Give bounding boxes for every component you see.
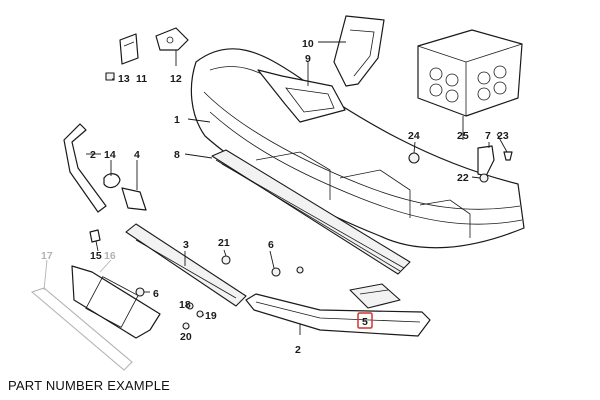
plate-frame-17-faded[interactable]	[30, 287, 133, 371]
callout-7[interactable]: 7	[485, 130, 491, 142]
callout-10[interactable]: 10	[302, 38, 314, 50]
callout-6-upper[interactable]: 6	[268, 239, 274, 251]
callout-4[interactable]: 4	[134, 149, 140, 161]
caption-part-number-example: PART NUMBER EXAMPLE	[8, 378, 171, 393]
callout-labels: 1 2 2 3 4 5 6 6 7 8 9 10 11 12 13 14 15 …	[41, 38, 509, 356]
screw-23-part[interactable]	[503, 151, 513, 161]
callout-8[interactable]: 8	[174, 149, 180, 161]
clip-14-part[interactable]	[103, 173, 121, 189]
parts-kit-box-25[interactable]	[417, 29, 523, 117]
bracket-10-part[interactable]	[333, 15, 385, 87]
bracket-7-part[interactable]	[477, 145, 495, 177]
callout-19[interactable]: 19	[205, 310, 217, 322]
washer-19-part[interactable]	[196, 310, 204, 318]
callout-22[interactable]: 22	[457, 172, 469, 184]
callout-5[interactable]: 5	[362, 316, 368, 328]
leader-ticks	[112, 78, 204, 316]
screw-13-part[interactable]	[105, 72, 115, 81]
side-moulding-2-left[interactable]	[63, 123, 107, 213]
callout-11[interactable]: 11	[136, 73, 147, 85]
callout-9[interactable]: 9	[305, 53, 311, 65]
callout-2-upper[interactable]: 2	[90, 149, 96, 161]
bracket-4-part[interactable]	[121, 187, 147, 211]
nut-6b-part[interactable]	[296, 266, 304, 274]
nut-6-lower-part[interactable]	[135, 287, 145, 297]
screw-20-part[interactable]	[182, 322, 190, 330]
plate-holder-16[interactable]	[71, 265, 161, 339]
license-plate-base-3[interactable]	[125, 223, 247, 307]
screw-18-part[interactable]	[186, 302, 194, 310]
callout-16[interactable]: 16	[104, 250, 116, 262]
trim-piece-5[interactable]	[349, 283, 401, 309]
callout-21[interactable]: 21	[218, 237, 230, 249]
callout-3[interactable]: 3	[183, 239, 189, 251]
highlight-box	[357, 312, 373, 329]
clip-12-part[interactable]	[155, 27, 189, 51]
nut-22-part[interactable]	[479, 173, 489, 183]
clip-21-part[interactable]	[221, 255, 231, 265]
nut-6-upper-part[interactable]	[271, 267, 281, 277]
grommet-24-part[interactable]	[408, 152, 420, 164]
clip-11-part[interactable]	[119, 33, 139, 65]
callout-17[interactable]: 17	[41, 250, 53, 262]
callout-1[interactable]: 1	[174, 114, 180, 126]
callout-18[interactable]: 18	[179, 299, 191, 311]
leader-lines	[43, 41, 508, 335]
clip-15-part[interactable]	[89, 229, 101, 243]
callout-14[interactable]: 14	[104, 149, 116, 161]
callout-23[interactable]: 23	[497, 130, 509, 142]
callout-15[interactable]: 15	[90, 250, 102, 262]
callout-2-lower[interactable]: 2	[295, 344, 301, 356]
bumper-cover-part[interactable]	[190, 48, 525, 249]
callout-13[interactable]: 13	[118, 73, 130, 85]
callout-12[interactable]: 12	[170, 73, 182, 85]
grille-strip-part[interactable]	[211, 149, 411, 275]
lower-moulding-2[interactable]	[245, 293, 431, 337]
callout-24[interactable]: 24	[408, 130, 420, 142]
callout-20[interactable]: 20	[180, 331, 192, 343]
callout-25[interactable]: 25	[457, 130, 469, 142]
bracket-9-part[interactable]	[257, 69, 346, 123]
callout-6-lower[interactable]: 6	[153, 288, 159, 300]
